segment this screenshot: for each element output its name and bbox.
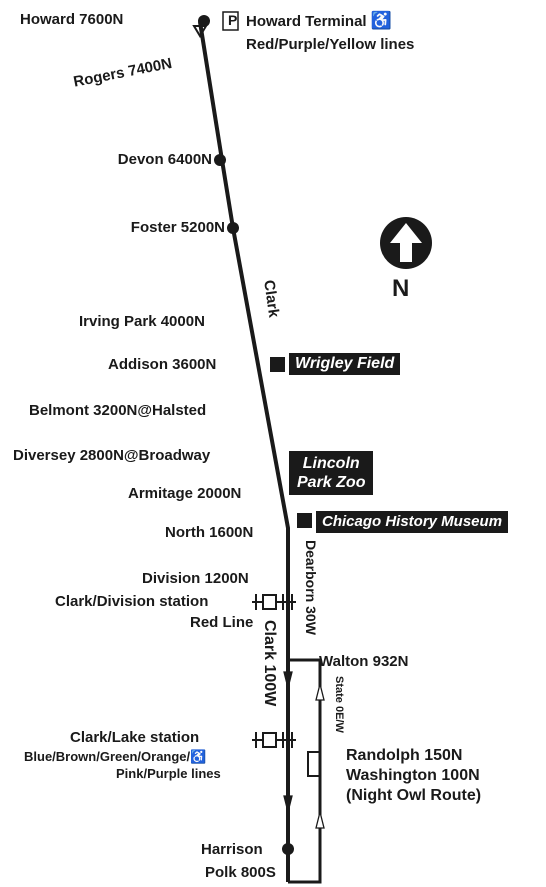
stop-devon: Devon 6400N	[117, 151, 212, 168]
terminal-lines: Red/Purple/Yellow lines	[246, 36, 415, 53]
stop-irving: Irving Park 4000N	[79, 313, 205, 330]
stop-walton: Walton 932N	[319, 653, 409, 670]
parking-icon	[222, 11, 239, 31]
street-state: State 0E/W	[333, 676, 345, 733]
north-arrow-icon	[380, 217, 432, 269]
route-line	[198, 21, 290, 882]
landmark-marker-wrigley	[270, 357, 285, 372]
stop-dot-foster	[227, 222, 239, 234]
stop-howard: Howard 7600N	[20, 11, 124, 28]
clark-division-line: Red Line	[190, 614, 254, 631]
night-owl-note: (Night Owl Route)	[346, 787, 482, 804]
stop-foster: Foster 5200N	[130, 219, 225, 236]
clark-lake-station: Clark/Lake station	[70, 729, 200, 746]
clark-lake-lines: Blue/Brown/Green/Orange/♿	[24, 749, 206, 765]
street-clark-100w: Clark 100W	[261, 620, 278, 707]
stop-dot-devon	[214, 154, 226, 166]
route-loop	[288, 658, 322, 884]
street-dearborn: Dearborn 30W	[303, 540, 319, 635]
terminal-name: Howard Terminal ♿	[246, 12, 392, 31]
terminal-name-text: Howard Terminal	[246, 13, 367, 30]
route-spur-randolph	[307, 751, 320, 777]
parking-symbol: P	[228, 12, 238, 28]
stop-armitage: Armitage 2000N	[128, 485, 242, 502]
landmark-zoo: Lincoln Park Zoo	[289, 451, 374, 495]
rail-station-icon	[252, 732, 296, 748]
landmark-zoo-line2: Park Zoo	[297, 474, 366, 491]
stop-washington: Washington 100N	[346, 767, 480, 784]
clark-division-station: Clark/Division station	[55, 593, 209, 610]
stop-polk: Polk 800S	[205, 864, 276, 881]
stop-dot-harrison	[282, 843, 294, 855]
stop-belmont: Belmont 3200N@Halsted	[29, 402, 207, 419]
landmark-zoo-line1: Lincoln	[302, 455, 360, 472]
stop-addison: Addison 3600N	[108, 356, 217, 373]
direction-arrows	[283, 671, 325, 829]
stop-randolph: Randolph 150N	[346, 747, 463, 764]
stop-division: Division 1200N	[142, 570, 249, 587]
rail-station-icon	[252, 594, 296, 610]
stop-diversey: Diversey 2800N@Broadway	[13, 447, 211, 464]
compass-label: N	[392, 275, 410, 302]
terminal-loop	[192, 25, 208, 38]
landmark-marker-museum	[297, 513, 312, 528]
landmark-museum: Chicago History Museum	[316, 511, 509, 533]
stop-harrison: Harrison	[201, 841, 263, 858]
wheelchair-icon: ♿	[190, 749, 207, 764]
clark-lake-lines-2: Pink/Purple lines	[116, 766, 221, 781]
wheelchair-icon: ♿	[370, 11, 392, 30]
stop-north: North 1600N	[165, 524, 254, 541]
landmark-wrigley: Wrigley Field	[289, 353, 401, 375]
stop-dot-howard	[198, 15, 210, 27]
clark-lake-lines-text: Blue/Brown/Green/Orange/	[24, 749, 191, 764]
